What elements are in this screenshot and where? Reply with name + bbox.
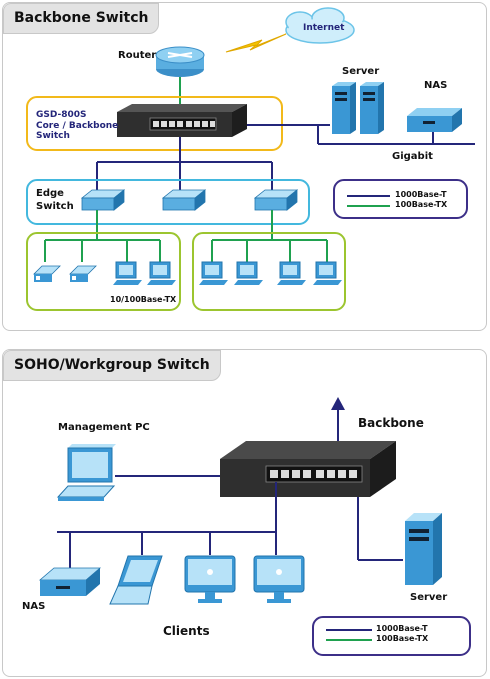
clients-label: Clients	[163, 624, 210, 638]
router-label: Router	[118, 50, 157, 61]
soho-nas-icon	[38, 567, 102, 596]
management-pc-icon	[56, 444, 116, 501]
legend1-label-tx: 100Base-TX	[395, 200, 448, 209]
nas-label: NAS	[424, 80, 448, 91]
soho-switch-icon	[220, 441, 396, 497]
edge-switch-label-2: Switch	[36, 201, 74, 212]
core-switch-label-1: GSD-800S	[36, 110, 87, 120]
server-label: Server	[342, 66, 380, 77]
section2-title: SOHO/Workgroup Switch	[3, 350, 221, 381]
laptop-icon	[109, 555, 163, 605]
edge-switch-label-1: Edge	[36, 188, 64, 199]
ip-phone-icon	[33, 265, 97, 282]
server-icon	[332, 82, 384, 134]
legend2-label-tx: 100Base-TX	[376, 634, 429, 643]
backbone-label: Backbone	[358, 416, 424, 430]
legend1-label-t: 1000Base-T	[395, 190, 447, 199]
soho-switch-panel: SOHO/Workgroup Switch	[2, 349, 487, 677]
lightning-icon	[225, 33, 287, 53]
soho-nas-label: NAS	[22, 601, 46, 612]
core-switch-label-2: Core / Backbone	[36, 121, 119, 131]
router-icon	[155, 46, 205, 77]
core-switch-label-3: Switch	[36, 131, 70, 141]
backbone-arrow-icon	[331, 397, 345, 410]
section1-title: Backbone Switch	[3, 3, 160, 34]
imac-icons	[184, 555, 305, 603]
base-tx-label: 10/100Base-TX	[110, 295, 177, 304]
nas-icon	[407, 108, 462, 132]
soho-server-label: Server	[410, 592, 448, 603]
core-switch-icon	[117, 104, 247, 137]
soho-server-icon	[405, 513, 442, 585]
legend2-label-t: 1000Base-T	[376, 624, 428, 633]
desktop-pc-icons	[113, 261, 342, 285]
management-pc-label: Management PC	[58, 422, 150, 433]
gigabit-label: Gigabit	[392, 151, 433, 162]
internet-label: Internet	[303, 23, 345, 33]
internet-cloud-icon	[285, 7, 355, 44]
edge-switch-icons	[80, 189, 299, 211]
